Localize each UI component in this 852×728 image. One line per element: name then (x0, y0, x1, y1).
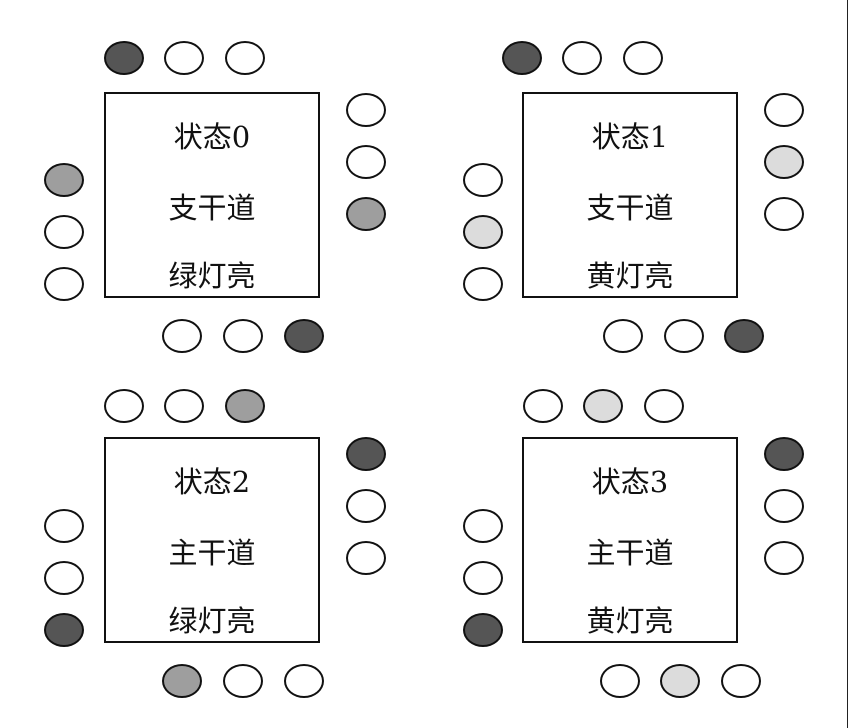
state-0-top-lamp-3 (225, 41, 265, 75)
state-3-top-lamp-3 (644, 389, 684, 423)
state-2-top-lamp-3 (225, 389, 265, 423)
state-3-title: 状态3 (591, 465, 669, 499)
state-2-bottom-lamp-1 (162, 664, 202, 698)
state-1-left-lamp-2 (463, 215, 503, 249)
state-2-right-lamp-1 (346, 437, 386, 471)
state-1-top-lamp-2 (562, 41, 602, 75)
state-1-right-lamp-1 (764, 93, 804, 127)
state-1-title: 状态1 (591, 120, 669, 154)
state-2-left-lamp-2 (44, 561, 84, 595)
state-1-box: 状态1 支干道 黄灯亮 (522, 92, 738, 298)
state-1-right-lamp-3 (764, 197, 804, 231)
state-3-top-lamp-1 (523, 389, 563, 423)
state-3-bottom-lamp-2 (660, 664, 700, 698)
state-3-box: 状态3 主干道 黄灯亮 (522, 437, 738, 643)
state-0-top-lamp-1 (104, 41, 144, 75)
state-1-bottom-lamp-1 (603, 319, 643, 353)
state-3-bottom-lamp-1 (600, 664, 640, 698)
right-border-line (847, 0, 848, 728)
state-3-right-lamp-3 (764, 541, 804, 575)
state-3-left-lamp-1 (463, 509, 503, 543)
state-0-left-lamp-1 (44, 163, 84, 197)
state-2-left-lamp-3 (44, 613, 84, 647)
state-3-top-lamp-2 (583, 389, 623, 423)
state-1-top-lamp-3 (623, 41, 663, 75)
state-2-right-lamp-2 (346, 489, 386, 523)
state-2-road: 主干道 (168, 536, 256, 570)
state-0-bottom-lamp-3 (284, 319, 324, 353)
state-1-light: 黄灯亮 (586, 259, 674, 293)
state-2-top-lamp-2 (164, 389, 204, 423)
state-0-box: 状态0 支干道 绿灯亮 (104, 92, 320, 298)
state-0-road: 支干道 (168, 191, 256, 225)
state-2-title: 状态2 (173, 465, 251, 499)
state-0-light: 绿灯亮 (168, 259, 256, 293)
state-0-right-lamp-1 (346, 93, 386, 127)
state-2-left-lamp-1 (44, 509, 84, 543)
state-3-right-lamp-1 (764, 437, 804, 471)
state-1-bottom-lamp-2 (664, 319, 704, 353)
state-1-left-lamp-3 (463, 267, 503, 301)
state-3-light: 黄灯亮 (586, 604, 674, 638)
state-1-right-lamp-2 (764, 145, 804, 179)
state-3-left-lamp-2 (463, 561, 503, 595)
state-0-left-lamp-3 (44, 267, 84, 301)
state-2-box: 状态2 主干道 绿灯亮 (104, 437, 320, 643)
state-0-title: 状态0 (173, 120, 251, 154)
state-2-light: 绿灯亮 (168, 604, 256, 638)
state-2-top-lamp-1 (104, 389, 144, 423)
state-2-bottom-lamp-3 (284, 664, 324, 698)
state-3-left-lamp-3 (463, 613, 503, 647)
state-1-left-lamp-1 (463, 163, 503, 197)
state-0-right-lamp-3 (346, 197, 386, 231)
state-0-left-lamp-2 (44, 215, 84, 249)
state-1-top-lamp-1 (502, 41, 542, 75)
state-2-bottom-lamp-2 (223, 664, 263, 698)
state-3-bottom-lamp-3 (721, 664, 761, 698)
state-0-top-lamp-2 (164, 41, 204, 75)
state-1-bottom-lamp-3 (724, 319, 764, 353)
state-3-right-lamp-2 (764, 489, 804, 523)
state-0-bottom-lamp-1 (162, 319, 202, 353)
state-3-road: 主干道 (586, 536, 674, 570)
state-0-bottom-lamp-2 (223, 319, 263, 353)
state-1-road: 支干道 (586, 191, 674, 225)
state-2-right-lamp-3 (346, 541, 386, 575)
state-0-right-lamp-2 (346, 145, 386, 179)
